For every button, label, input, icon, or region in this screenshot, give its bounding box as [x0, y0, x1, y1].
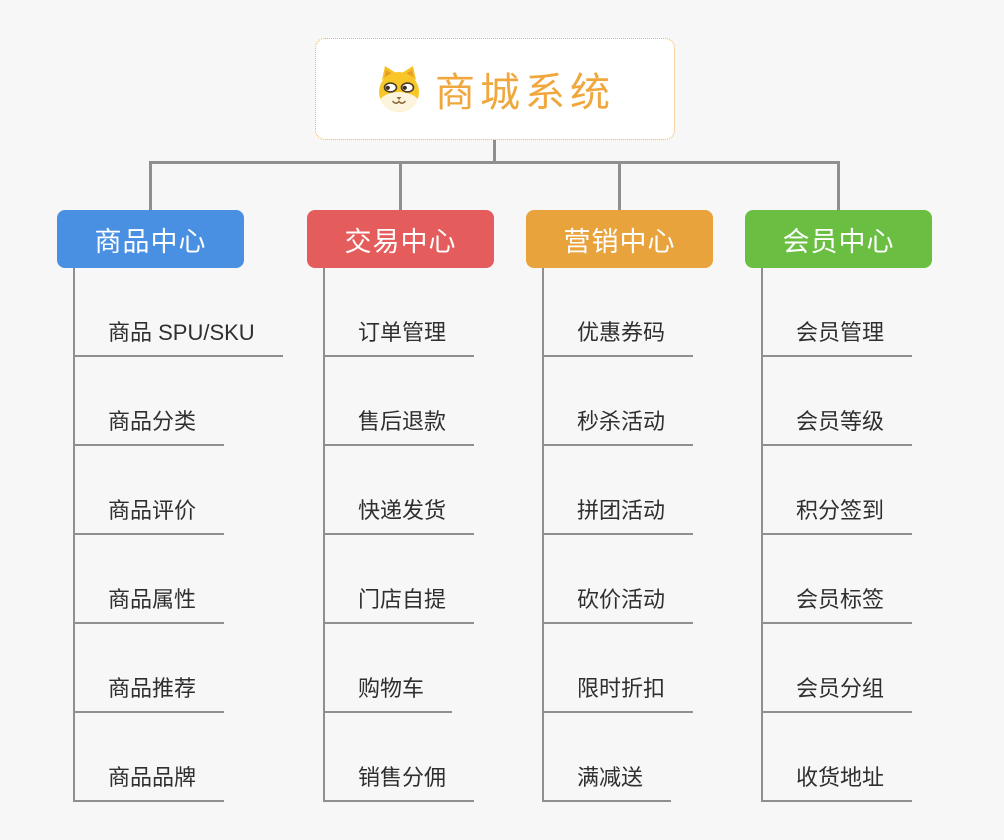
root-title: 商城系统: [435, 71, 615, 115]
leaf-node[interactable]: 积分签到: [763, 446, 913, 535]
branch-trade-center: 交易中心 订单管理 售后退款 快递发货 门店自提 购物车 销售分佣: [307, 210, 494, 802]
connector-horizontal-bar: [149, 161, 840, 164]
connector-root-stub: [493, 140, 496, 164]
leaf-node[interactable]: 门店自提: [325, 535, 475, 624]
branch-member-center: 会员中心 会员管理 会员等级 积分签到 会员标签 会员分组 收货地址: [745, 210, 932, 802]
branch-product-center: 商品中心 商品 SPU/SKU 商品分类 商品评价 商品属性 商品推荐 商品品牌: [57, 210, 283, 802]
leaf-node[interactable]: 会员管理: [763, 268, 913, 357]
leaf-node[interactable]: 商品 SPU/SKU: [75, 268, 283, 357]
branch-children-member: 会员管理 会员等级 积分签到 会员标签 会员分组 收货地址: [761, 268, 913, 802]
leaf-node[interactable]: 秒杀活动: [544, 357, 694, 446]
branch-marketing-center: 营销中心 优惠券码 秒杀活动 拼团活动 砍价活动 限时折扣 满减送: [526, 210, 713, 802]
branch-children-marketing: 优惠券码 秒杀活动 拼团活动 砍价活动 限时折扣 满减送: [542, 268, 694, 802]
connector-drop-member: [837, 161, 840, 210]
leaf-node[interactable]: 订单管理: [325, 268, 475, 357]
leaf-node[interactable]: 售后退款: [325, 357, 475, 446]
leaf-node[interactable]: 满减送: [544, 713, 672, 802]
leaf-node[interactable]: 销售分佣: [325, 713, 475, 802]
leaf-node[interactable]: 商品推荐: [75, 624, 225, 713]
leaf-node[interactable]: 会员标签: [763, 535, 913, 624]
leaf-node[interactable]: 商品评价: [75, 446, 225, 535]
leaf-node[interactable]: 商品属性: [75, 535, 225, 624]
leaf-node[interactable]: 限时折扣: [544, 624, 694, 713]
branch-node-trade-center[interactable]: 交易中心: [307, 210, 494, 268]
branch-children-product: 商品 SPU/SKU 商品分类 商品评价 商品属性 商品推荐 商品品牌: [73, 268, 283, 802]
leaf-node[interactable]: 优惠券码: [544, 268, 694, 357]
branch-node-member-center[interactable]: 会员中心: [745, 210, 932, 268]
leaf-node[interactable]: 会员分组: [763, 624, 913, 713]
leaf-node[interactable]: 收货地址: [763, 713, 913, 802]
leaf-node[interactable]: 砍价活动: [544, 535, 694, 624]
leaf-node[interactable]: 购物车: [325, 624, 453, 713]
leaf-node[interactable]: 拼团活动: [544, 446, 694, 535]
leaf-node[interactable]: 快递发货: [325, 446, 475, 535]
dog-face-icon: [379, 66, 419, 112]
leaf-node[interactable]: 会员等级: [763, 357, 913, 446]
branch-node-marketing-center[interactable]: 营销中心: [526, 210, 713, 268]
leaf-node[interactable]: 商品品牌: [75, 713, 225, 802]
connector-drop-product: [149, 161, 152, 210]
connector-drop-marketing: [618, 161, 621, 210]
branch-node-product-center[interactable]: 商品中心: [57, 210, 244, 268]
branch-children-trade: 订单管理 售后退款 快递发货 门店自提 购物车 销售分佣: [323, 268, 475, 802]
connector-drop-trade: [399, 161, 402, 210]
leaf-node[interactable]: 商品分类: [75, 357, 225, 446]
root-node-mall-system[interactable]: 商城系统: [315, 38, 675, 140]
